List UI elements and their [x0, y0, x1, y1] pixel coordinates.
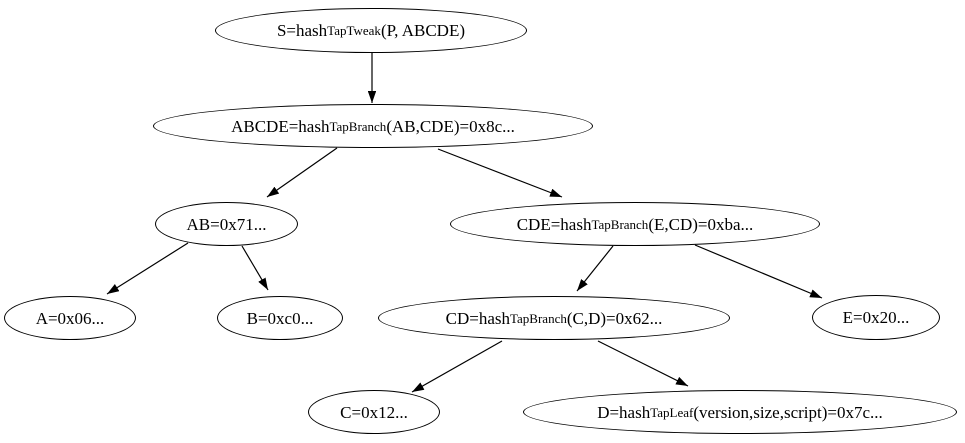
node-cde-label: CDE=hash [516, 214, 592, 234]
edge-cde-cd [576, 245, 614, 292]
node-b: B=0xc0... [217, 296, 343, 340]
edge-abcde-cde [437, 148, 563, 198]
node-d-subscript: TapLeaf [650, 404, 694, 420]
node-cd-label-args: (C,D)=0x62... [566, 308, 663, 328]
node-d-label: D=hash [597, 402, 651, 422]
node-s-label: S=hash [276, 21, 328, 40]
node-abcde-label: ABCDE=hash [231, 116, 330, 136]
node-e-label: E=0x20... [842, 308, 910, 327]
node-a: A=0x06... [4, 296, 136, 340]
node-b-label: B=0xc0... [246, 308, 314, 328]
edge-ab-b [241, 245, 269, 291]
node-a-label: A=0x06... [35, 308, 105, 328]
node-e: E=0x20... [812, 295, 940, 340]
node-cd-subscript: TapBranch [510, 310, 567, 326]
node-c: C=0x12... [308, 390, 440, 434]
edge-abcde-ab [266, 147, 338, 198]
edge-cd-c [411, 340, 503, 393]
edge-cde-e [694, 244, 823, 299]
node-cd-label: CD=hash [445, 308, 510, 328]
node-s-label-args: (P, ABCDE) [380, 21, 466, 40]
node-d-label-args: (version,size,script)=0x7c... [693, 402, 883, 422]
node-ab-label: AB=0x71... [186, 214, 267, 234]
edge-ab-a [106, 242, 189, 295]
node-ab: AB=0x71... [155, 202, 298, 246]
node-cde-subscript: TapBranch [591, 216, 649, 232]
node-abcde-label-args: (AB,CDE)=0x8c... [386, 116, 515, 136]
node-cde-label-args: (E,CD)=0xba... [648, 214, 754, 234]
node-abcde-subscript: TapBranch [329, 118, 387, 134]
node-s-subscript: TapTweak [327, 23, 381, 38]
node-c-label: C=0x12... [340, 402, 408, 422]
edge-cd-d [597, 340, 689, 387]
